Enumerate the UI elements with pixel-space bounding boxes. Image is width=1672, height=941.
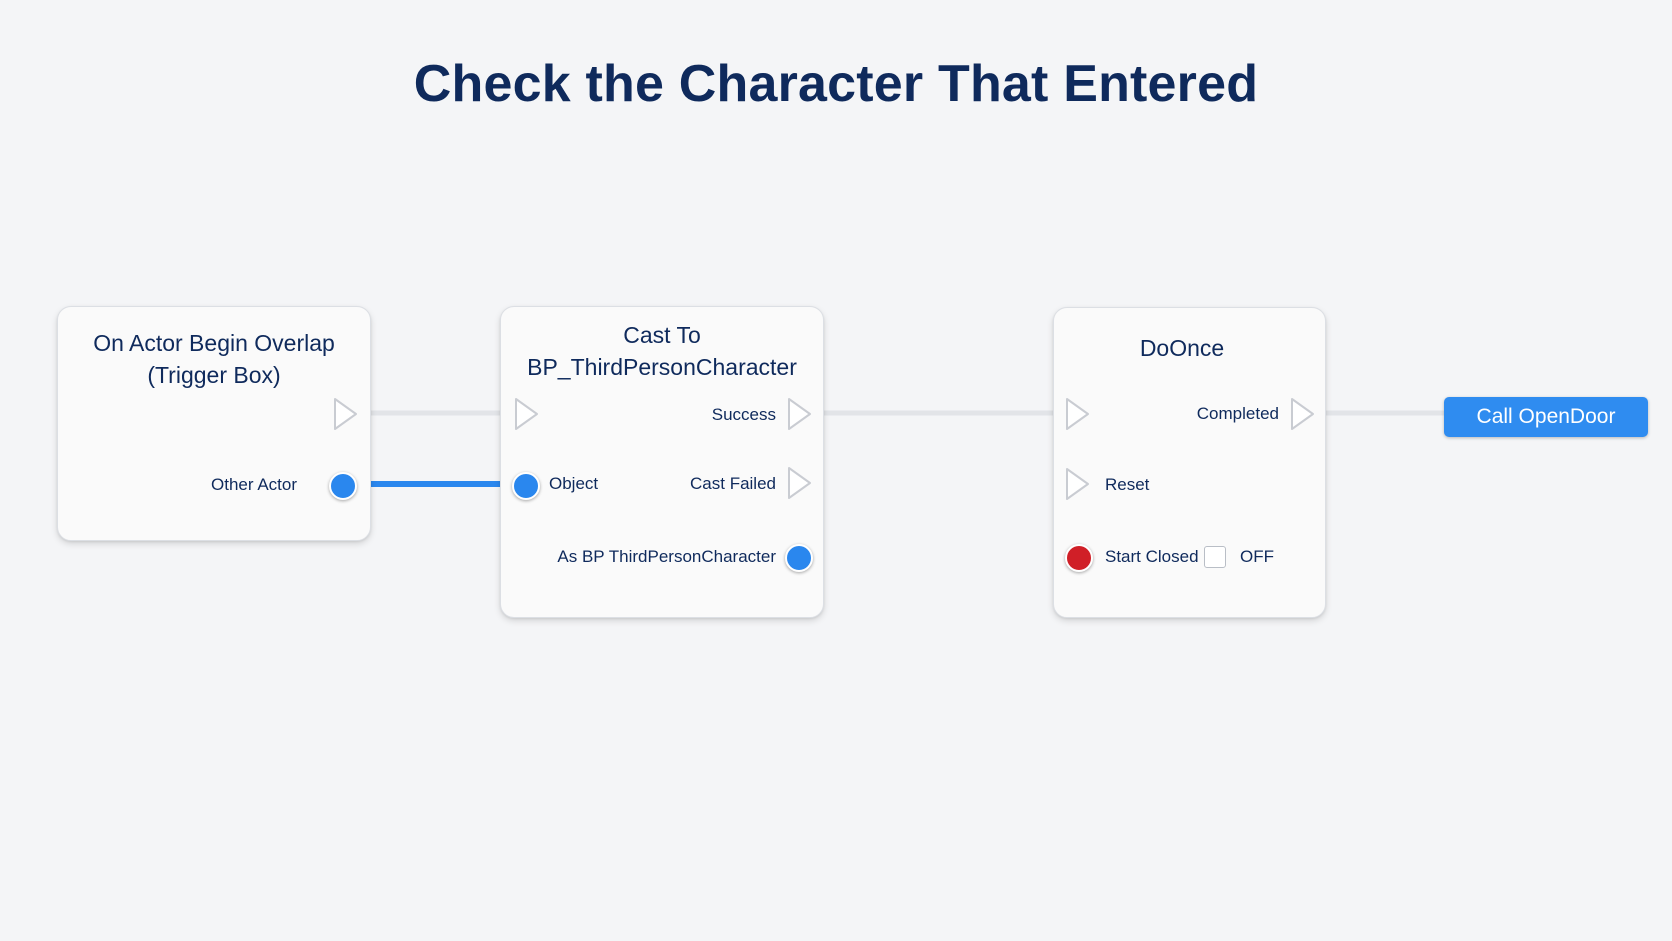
call-open-door-button[interactable]: Call OpenDoor xyxy=(1444,397,1648,437)
exec-out-pin-completed[interactable] xyxy=(1289,396,1317,432)
bool-in-pin-start-closed[interactable] xyxy=(1065,544,1093,572)
pin-label-object: Object xyxy=(549,474,599,493)
data-in-pin-object[interactable] xyxy=(512,472,540,500)
node-title: DoOnce xyxy=(1139,335,1225,361)
exec-in-pin-reset[interactable] xyxy=(1064,466,1092,502)
start-closed-value: OFF xyxy=(1240,547,1274,566)
pin-label-start-closed: Start Closed xyxy=(1105,547,1199,566)
node-title-line1: Cast To xyxy=(623,322,701,348)
pin-label-success: Success xyxy=(711,405,776,424)
exec-out-pin-cast-failed[interactable] xyxy=(786,465,814,501)
node-title-line1: On Actor Begin Overlap xyxy=(93,330,335,356)
pin-label-completed: Completed xyxy=(1196,404,1279,423)
start-closed-checkbox[interactable] xyxy=(1204,546,1226,568)
exec-out-pin-success[interactable] xyxy=(786,396,814,432)
exec-out-pin[interactable] xyxy=(332,396,360,432)
pin-label-other-actor: Other Actor xyxy=(211,475,297,494)
node-title-line2: (Trigger Box) xyxy=(147,362,281,388)
data-out-pin-other-actor[interactable] xyxy=(329,472,357,500)
node-title: Cast To BP_ThirdPersonCharacter xyxy=(501,319,823,383)
exec-in-pin[interactable] xyxy=(513,396,541,432)
node-cast-to-bp-third-person-character[interactable]: Cast To BP_ThirdPersonCharacter Success … xyxy=(500,306,824,618)
diagram-title: Check the Character That Entered xyxy=(413,55,1259,113)
data-out-pin-as-character[interactable] xyxy=(785,544,813,572)
exec-in-pin[interactable] xyxy=(1064,396,1092,432)
pin-label-as-bp-third-person-character: As BP ThirdPersonCharacter xyxy=(557,547,776,566)
node-title: On Actor Begin Overlap (Trigger Box) xyxy=(58,327,370,391)
node-title-line2: BP_ThirdPersonCharacter xyxy=(527,354,797,380)
node-do-once[interactable]: DoOnce Completed Reset Start Closed OFF xyxy=(1053,307,1326,618)
pin-label-reset: Reset xyxy=(1105,475,1150,494)
pin-label-cast-failed: Cast Failed xyxy=(690,474,776,493)
node-on-actor-begin-overlap[interactable]: On Actor Begin Overlap (Trigger Box) Oth… xyxy=(57,306,371,541)
